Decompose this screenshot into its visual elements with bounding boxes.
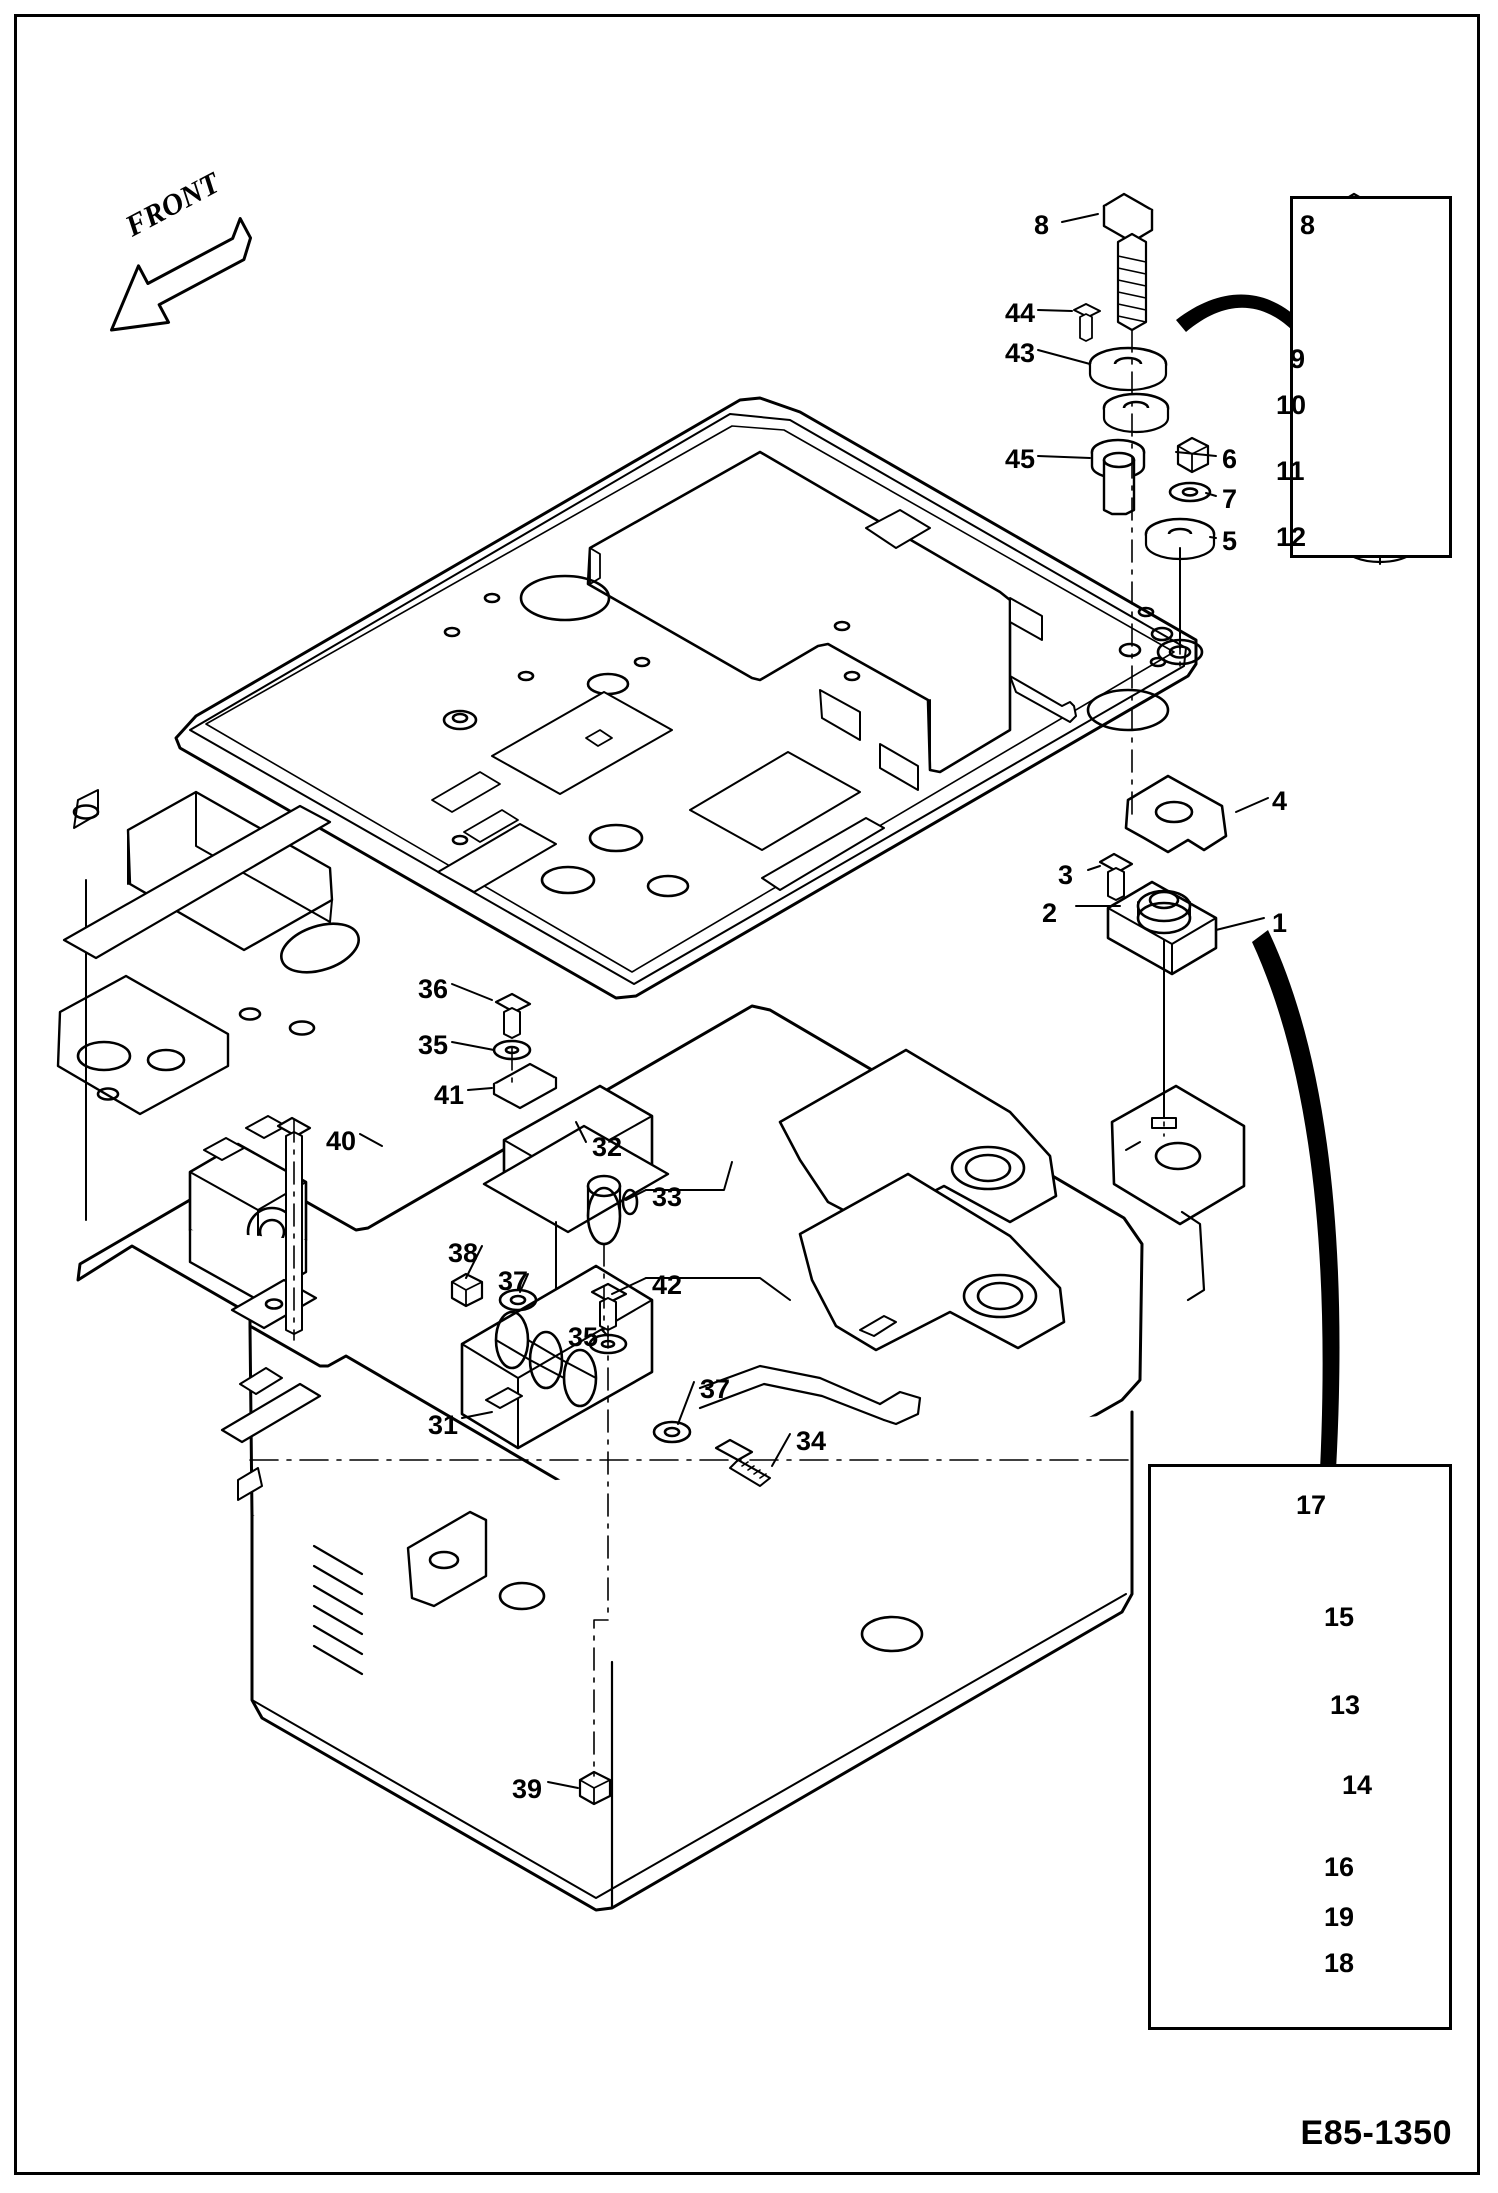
callout-39: 39 [512,1774,543,1804]
callout-4: 4 [1272,786,1288,816]
callout-44: 44 [1005,298,1036,328]
callout-35: 35 [418,1030,449,1060]
callout-8: 8 [1300,210,1316,240]
callout-11: 11 [1276,456,1305,486]
callout-6: 6 [1222,444,1238,474]
callout-38: 38 [448,1238,479,1268]
callout-35: 35 [568,1322,599,1352]
inset-box-bottom-right [1148,1464,1452,2030]
swing-frame-arms [698,1048,1246,1426]
callout-42: 42 [652,1270,683,1300]
rollers-31 [494,1310,598,1408]
callout-41: 41 [434,1080,465,1110]
callout-14: 14 [1342,1770,1373,1800]
callout-19: 19 [1324,1902,1355,1932]
callout-43: 43 [1005,338,1036,368]
bracket-32-group [482,1062,670,1341]
callout-33: 33 [652,1182,683,1212]
leader-lines [293,213,1269,1789]
callout-5: 5 [1222,526,1238,556]
callout-45: 45 [1005,444,1036,474]
callout-13: 13 [1330,1690,1361,1720]
callout-15: 15 [1324,1602,1355,1632]
bushing-33 [586,1174,639,1246]
front-arrow-icon [109,217,253,332]
callout-40: 40 [326,1126,357,1156]
callout-8: 8 [1034,210,1050,240]
callout-34: 34 [796,1426,827,1456]
callout-12: 12 [1276,522,1307,552]
drawing-code: E85-1350 [1300,2114,1452,2152]
callout-2: 2 [1042,898,1058,928]
callout-36: 36 [418,974,449,1004]
callout-37: 37 [498,1266,529,1296]
inset-box-top-right [1290,196,1452,558]
mount-assembly-right [1098,774,1228,1129]
cutaway-curves [1176,294,1340,1470]
callout-9: 9 [1290,344,1306,374]
callout-7: 7 [1222,484,1238,514]
callout-3: 3 [1058,860,1074,890]
callout-31: 31 [428,1410,459,1440]
callout-10: 10 [1276,390,1307,420]
callout-32: 32 [592,1132,623,1162]
cab-floor-plate [174,396,1198,1042]
callout-16: 16 [1324,1852,1355,1882]
callout-1: 1 [1272,908,1288,938]
callout-18: 18 [1324,1948,1355,1978]
callout-37: 37 [700,1374,731,1404]
callout-17: 17 [1296,1490,1327,1520]
page-border [14,14,1480,2175]
front-direction-indicator: FRONT [96,166,246,266]
